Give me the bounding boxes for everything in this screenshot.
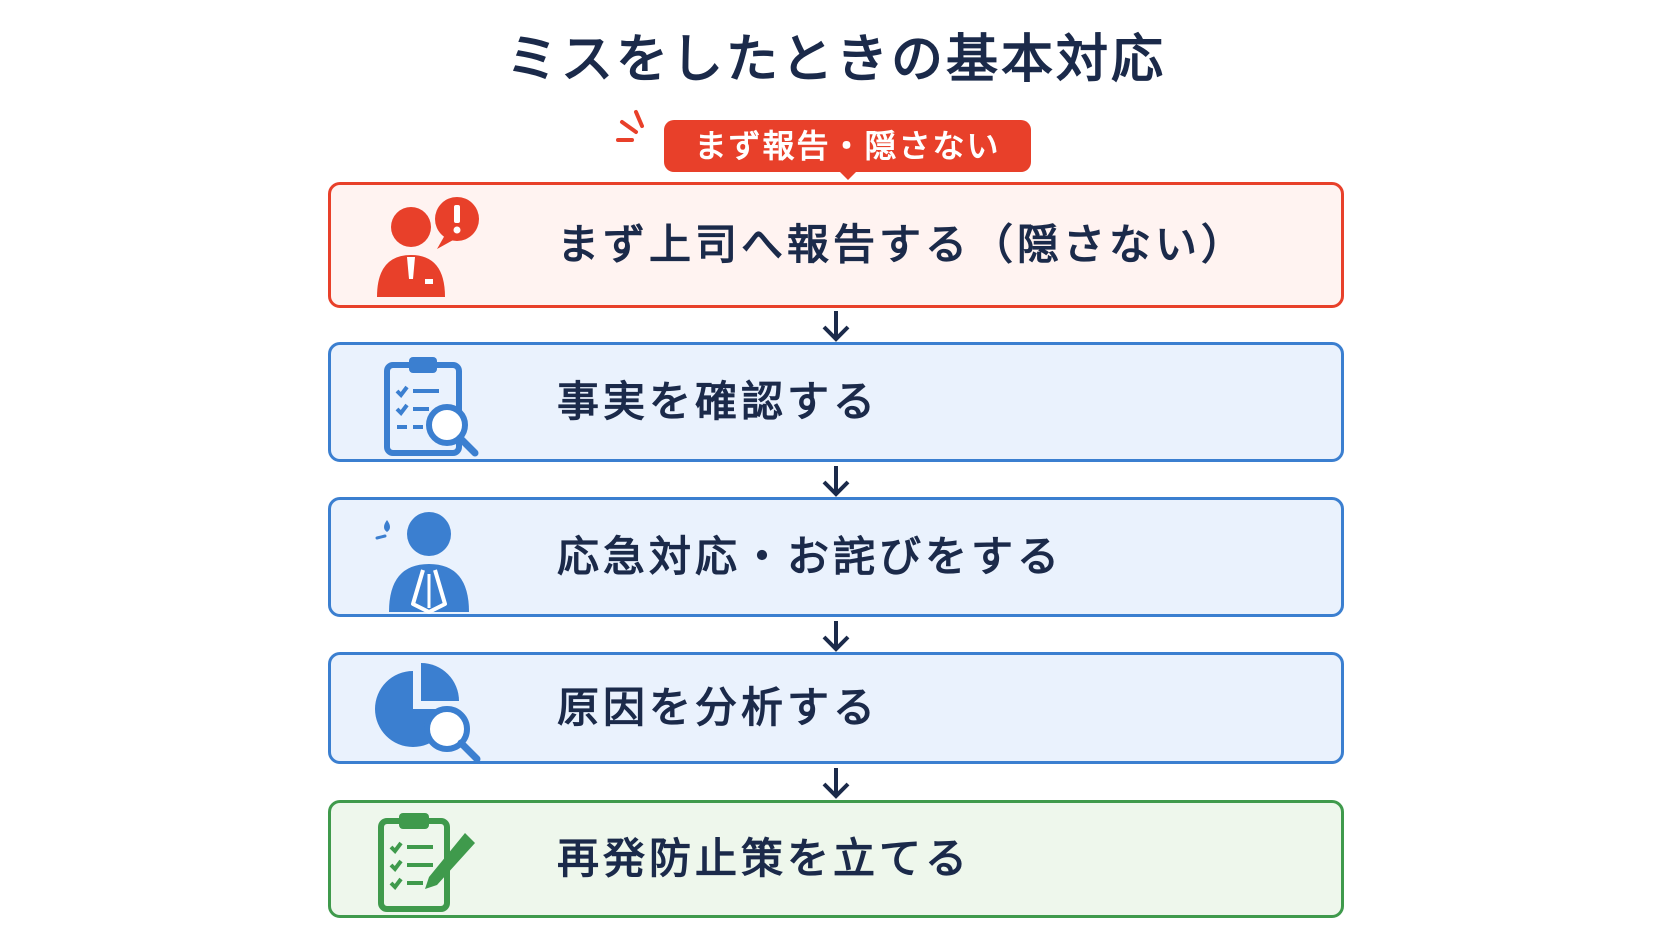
clipboard-search-icon — [373, 351, 481, 459]
step-analyze-cause: 原因を分析する — [328, 652, 1344, 764]
page-title: ミスをしたときの基本対応 — [505, 30, 1166, 90]
step-label: まず上司へ報告する（隠さない） — [557, 220, 1248, 269]
reporting-person-alert-icon — [373, 193, 481, 301]
flow-arrow — [820, 619, 852, 653]
flow-arrow — [820, 464, 852, 498]
step-label: 原因を分析する — [557, 683, 880, 732]
flow-arrow — [820, 309, 852, 343]
pie-chart-search-icon — [373, 657, 481, 765]
callout-badge: まず報告・隠さない — [664, 120, 1031, 172]
step-confirm-facts: 事実を確認する — [328, 342, 1344, 462]
step-label: 事実を確認する — [557, 377, 880, 426]
checklist-pencil-icon — [373, 807, 481, 915]
emphasis-sparks-icon — [616, 110, 644, 142]
bowing-person-icon — [373, 508, 481, 616]
step-prevention-plan: 再発防止策を立てる — [328, 800, 1344, 918]
step-label: 再発防止策を立てる — [557, 834, 972, 883]
flow-arrow — [820, 766, 852, 800]
step-report: まず上司へ報告する（隠さない） — [328, 182, 1344, 308]
step-label: 応急対応・お詫びをする — [557, 532, 1064, 581]
callout-pointer — [838, 170, 858, 180]
step-emergency-apology: 応急対応・お詫びをする — [328, 497, 1344, 617]
